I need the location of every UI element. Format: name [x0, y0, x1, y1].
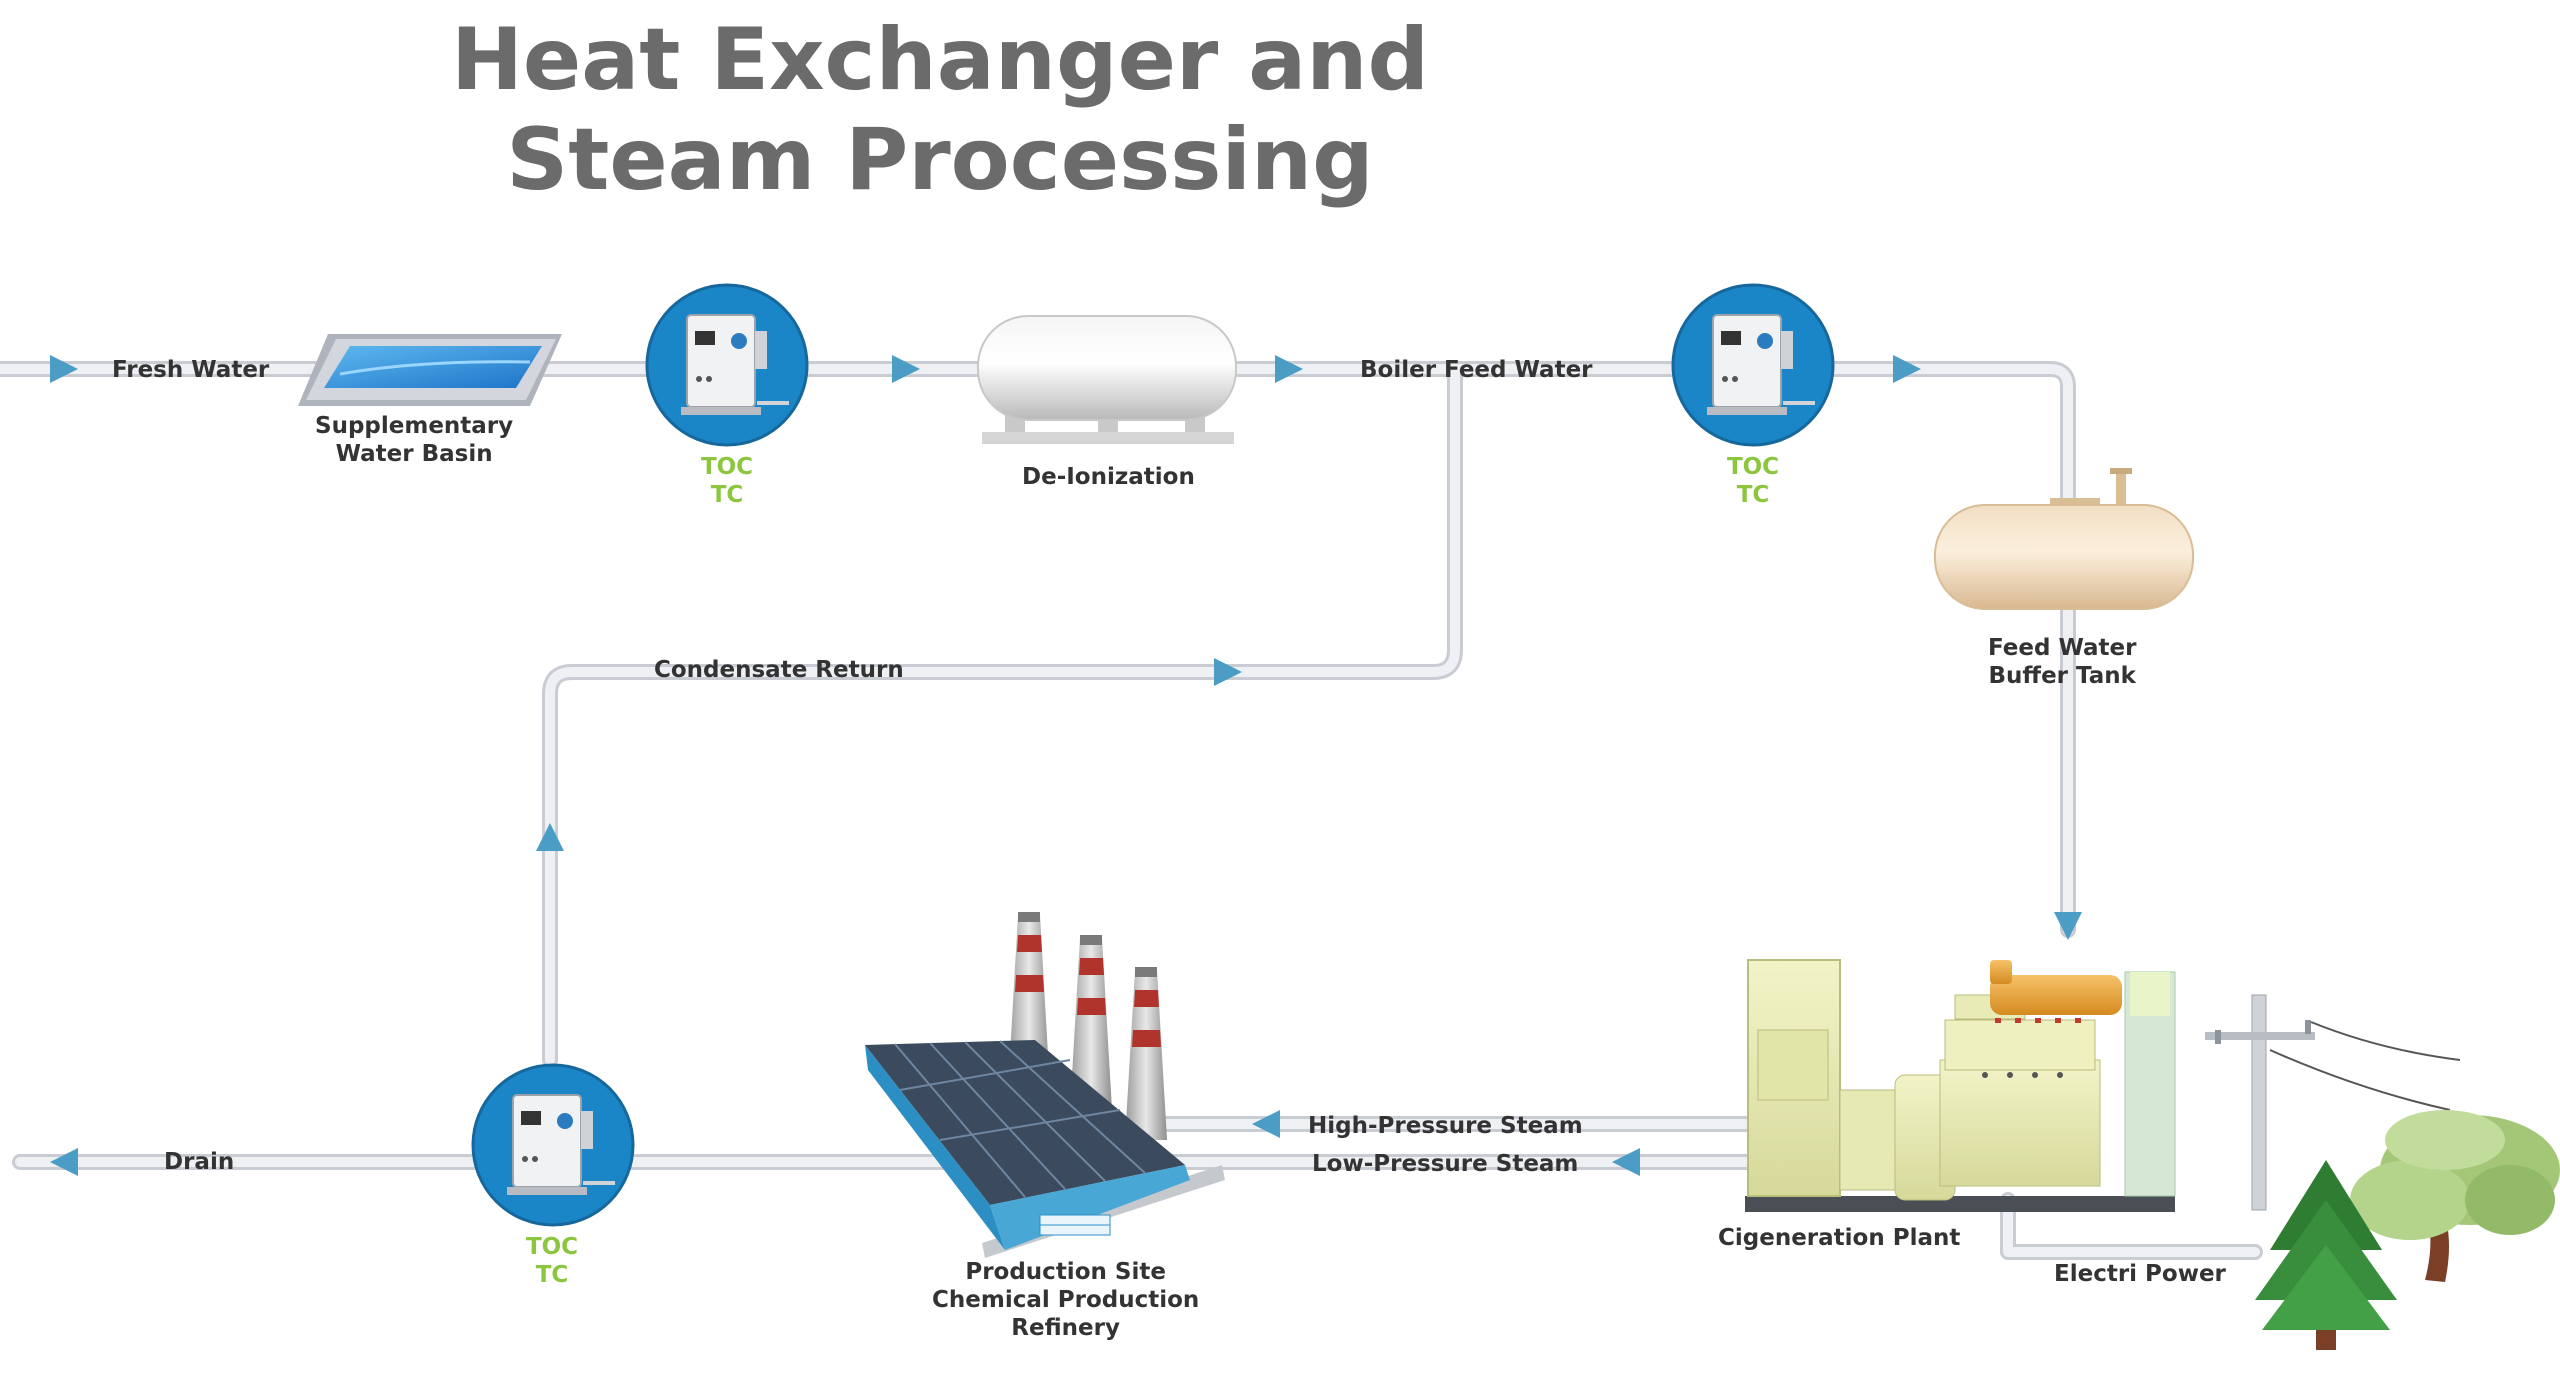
pipe-network [0, 361, 2263, 1260]
label-deionization: De-Ionization [1022, 464, 1195, 490]
controller-label-1-line-2: TC [710, 482, 744, 508]
flow-label-condensate-return: Condensate Return [654, 657, 904, 683]
controller-icon [471, 1063, 635, 1227]
arrow-right-icon [1214, 658, 1242, 686]
arrow-down-icon [2054, 912, 2082, 940]
arrow-up-icon [536, 823, 564, 851]
deionization-tank-icon [977, 315, 1237, 444]
label-buffer-tank-line-1: Feed Water [1988, 635, 2137, 661]
label-water-basin-line-1: Supplementary [315, 413, 514, 439]
controller-icon [645, 283, 809, 447]
label-production-line-1: Production Site [965, 1259, 1166, 1285]
factory-icon [865, 912, 1225, 1258]
flow-label-electric-power: Electri Power [2054, 1261, 2226, 1287]
cogeneration-plant-icon [1745, 959, 2176, 1212]
label-production-line-3: Refinery [1011, 1315, 1120, 1341]
power-pole-icon [2205, 994, 2461, 1211]
label-buffer-tank-line-2: Buffer Tank [1988, 663, 2136, 689]
controller-label-2-line-1: TOC [1726, 454, 1780, 480]
controller-label-2-line-2: TC [1736, 482, 1770, 508]
label-cogeneration-plant: Cigeneration Plant [1718, 1225, 1961, 1251]
buffer-tank-icon [1934, 468, 2194, 610]
flow-label-boiler-feed-water: Boiler Feed Water [1360, 357, 1593, 383]
title-line-1: Heat Exchanger and [450, 10, 1430, 110]
pine-tree-icon [2255, 1160, 2397, 1350]
arrow-left-icon [1612, 1148, 1640, 1176]
label-water-basin-line-2: Water Basin [335, 441, 493, 467]
arrow-right-icon [50, 355, 78, 383]
arrow-right-icon [1275, 355, 1303, 383]
arrow-right-icon [1893, 355, 1921, 383]
tree-icon [2350, 1110, 2560, 1282]
flow-label-drain: Drain [164, 1149, 235, 1175]
flow-label-low-pressure-steam: Low-Pressure Steam [1312, 1151, 1579, 1177]
controller-label-3-line-2: TC [535, 1262, 569, 1288]
label-production-site: Production Site Chemical Production Refi… [932, 1258, 1199, 1342]
controller-label-1-line-1: TOC [700, 454, 754, 480]
arrow-left-icon [1252, 1110, 1280, 1138]
diagram-title: Heat Exchanger and Steam Processing [340, 10, 1540, 210]
title-line-2: Steam Processing [506, 110, 1374, 210]
flow-arrows [50, 355, 2082, 1176]
controller-label-3: TOC TC [522, 1233, 582, 1289]
controller-label-2: TOC TC [1723, 453, 1783, 509]
water-basin-icon [298, 334, 562, 406]
controller-label-3-line-1: TOC [525, 1234, 579, 1260]
arrow-left-icon [50, 1148, 78, 1176]
label-water-basin: Supplementary Water Basin [315, 412, 513, 468]
flow-label-fresh-water: Fresh Water [112, 357, 270, 383]
controller-label-1: TOC TC [697, 453, 757, 509]
arrow-right-icon [892, 355, 920, 383]
controller-icon [1671, 283, 1835, 447]
flow-label-high-pressure-steam: High-Pressure Steam [1308, 1113, 1583, 1139]
label-buffer-tank: Feed Water Buffer Tank [1988, 634, 2136, 690]
label-production-line-2: Chemical Production [932, 1287, 1200, 1313]
